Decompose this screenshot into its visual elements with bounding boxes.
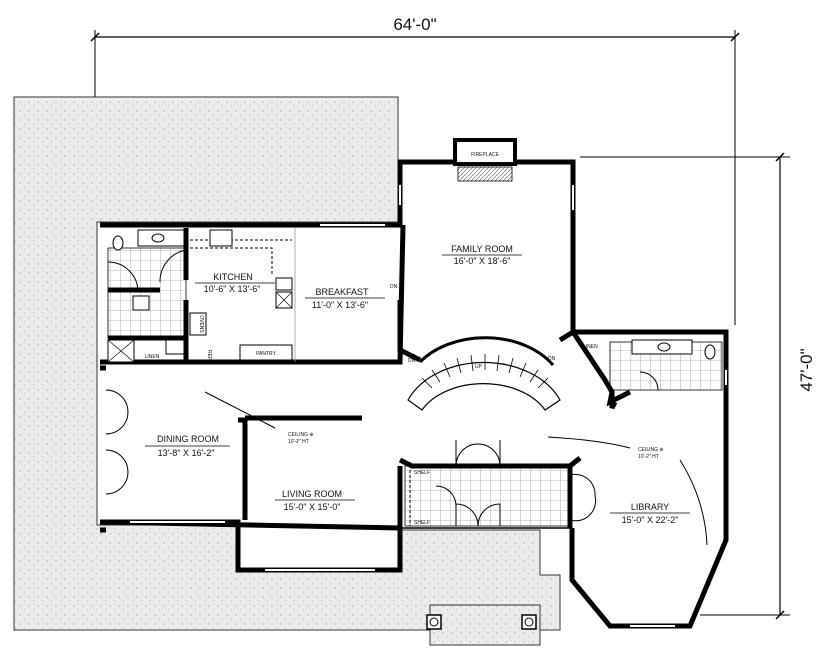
svg-text:LINEN: LINEN	[583, 344, 598, 350]
svg-text:10'-2" HT: 10'-2" HT	[288, 439, 309, 445]
svg-text:DINING ROOM: DINING ROOM	[157, 434, 219, 444]
svg-text:KITCHEN: KITCHEN	[213, 272, 253, 282]
bath-left: LINEN	[107, 229, 187, 363]
svg-text:REF: REF	[206, 350, 212, 360]
svg-text:11'-0" X 13'-6": 11'-0" X 13'-6"	[312, 300, 368, 310]
svg-text:SHELF: SHELF	[414, 520, 430, 526]
svg-text:CEILING ⊕: CEILING ⊕	[288, 432, 314, 438]
svg-text:10'-2" HT: 10'-2" HT	[638, 454, 659, 460]
svg-text:FAMILY ROOM: FAMILY ROOM	[451, 244, 513, 254]
svg-text:DN: DN	[548, 356, 556, 362]
svg-text:FIREPLACE: FIREPLACE	[471, 152, 499, 158]
svg-text:64'-0": 64'-0"	[393, 15, 436, 34]
svg-text:47'-0": 47'-0"	[797, 348, 816, 391]
svg-text:LIBRARY: LIBRARY	[631, 502, 669, 512]
svg-text:PANTRY: PANTRY	[256, 351, 276, 357]
interior-walls	[100, 224, 632, 533]
depth-dimension: 47'-0"	[580, 152, 816, 620]
windows	[130, 185, 727, 627]
dining-room: DINING ROOM 13'-8" X 16'-2"	[105, 389, 276, 495]
svg-text:15'-0" X 15'-0": 15'-0" X 15'-0"	[284, 502, 341, 512]
svg-text:CEILING ⊕: CEILING ⊕	[638, 447, 664, 453]
svg-text:13'-8" X 16'-2": 13'-8" X 16'-2"	[158, 448, 215, 458]
svg-text:10'-6" X 13'-6": 10'-6" X 13'-6"	[204, 284, 261, 294]
width-dimension: 64'-0"	[90, 15, 740, 325]
svg-text:SHELF: SHELF	[414, 470, 430, 476]
svg-text:16'-0" X 18'-6": 16'-0" X 18'-6"	[454, 256, 511, 266]
svg-text:LIVING ROOM: LIVING ROOM	[282, 489, 342, 499]
ceiling-note-right: CEILING ⊕ 10'-2" HT	[547, 436, 708, 546]
library: LIBRARY 15'-0" X 22'-2"	[610, 502, 690, 525]
fireplace: FIREPLACE	[453, 138, 517, 182]
svg-text:BREAKFAST: BREAKFAST	[315, 287, 369, 297]
staircase[interactable]: UP DN DN	[407, 336, 561, 411]
breakfast: BREAKFAST 11'-0" X 13'-6" DN	[305, 284, 398, 310]
svg-text:OVENS: OVENS	[198, 315, 204, 333]
kitchen: OVENS REF PANTRY KITCHEN 10'-6" X 13'-6"	[189, 228, 296, 362]
svg-text:LINEN: LINEN	[145, 354, 160, 360]
svg-text:15'-0" X 22'-2": 15'-0" X 22'-2"	[622, 515, 679, 525]
foyer: SHELF SHELF	[409, 440, 597, 527]
bath-right: LINEN	[583, 339, 716, 391]
living-room: LIVING ROOM 15'-0" X 15'-0"	[275, 489, 355, 512]
svg-text:DN: DN	[390, 284, 398, 290]
svg-text:UP: UP	[475, 364, 483, 370]
family-room: FAMILY ROOM 16'-0" X 18'-6"	[442, 244, 522, 266]
ceiling-note-left: CEILING ⊕ 10'-2" HT	[288, 432, 314, 445]
svg-text:DN: DN	[408, 358, 416, 364]
